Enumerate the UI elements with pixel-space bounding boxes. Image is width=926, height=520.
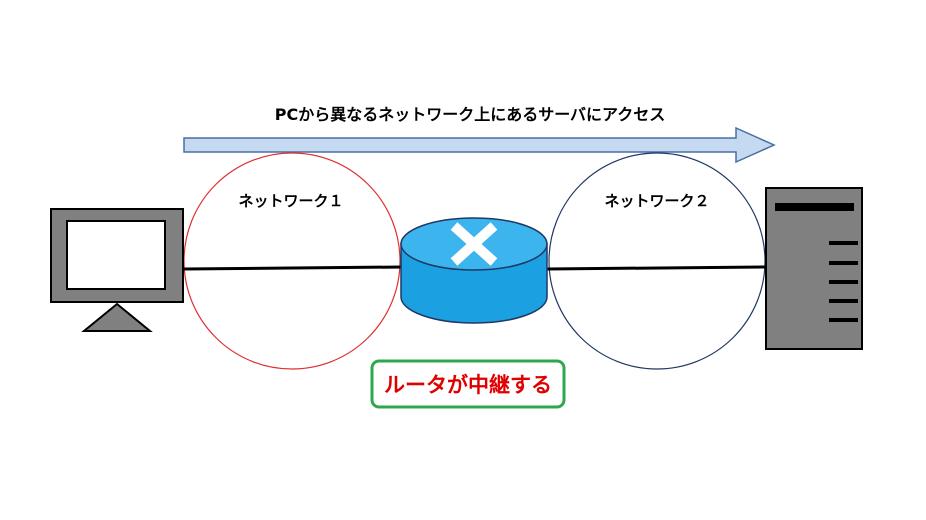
network-2: ネットワーク２ (548, 152, 766, 370)
arrow-label: PCから異なるネットワーク上にあるサーバにアクセス (275, 105, 666, 124)
callout-box (370, 359, 566, 409)
network-1-label: ネットワーク１ (238, 192, 343, 210)
network-2-circle (548, 152, 766, 370)
network-1-circle (183, 152, 401, 370)
server-body (765, 187, 863, 350)
router-cross-icon (450, 222, 498, 266)
network-1: ネットワーク１ (183, 152, 401, 370)
router-icon (400, 217, 548, 324)
pc-icon (50, 208, 184, 332)
link-router-server (546, 265, 767, 271)
router-callout: ルータが中継する (370, 359, 566, 409)
link-pc-router (183, 265, 403, 271)
callout-text: ルータが中継する (384, 373, 552, 397)
arrow-shape (183, 126, 776, 164)
server-vents (829, 241, 858, 322)
server-drive-slot (775, 203, 854, 211)
access-arrow: PCから異なるネットワーク上にあるサーバにアクセス (183, 105, 776, 164)
network-2-label: ネットワーク２ (604, 192, 709, 210)
pc-monitor-screen (66, 220, 166, 290)
server-icon (765, 187, 863, 350)
pc-monitor-stand (81, 302, 153, 332)
